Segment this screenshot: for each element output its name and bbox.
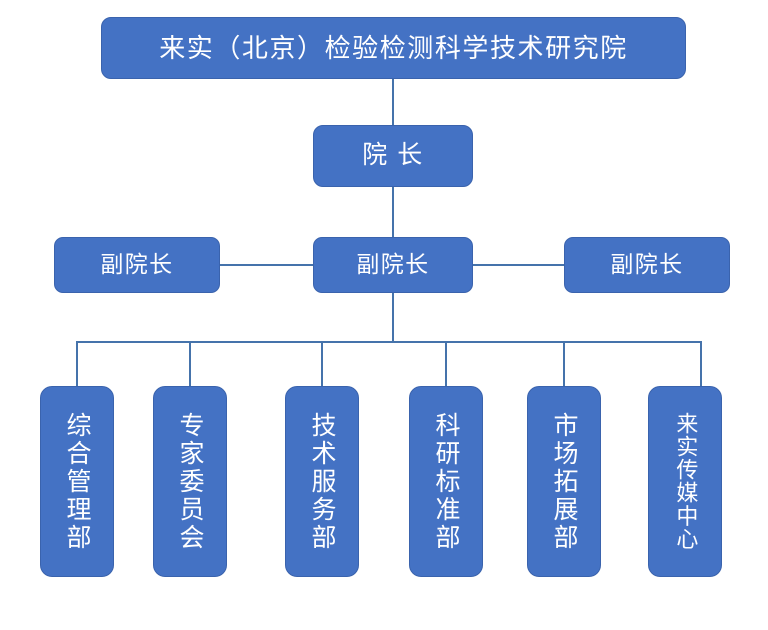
connector-director-to-vice — [392, 187, 394, 237]
node-department-technical-service-label: 技术服务部 — [308, 411, 336, 552]
node-institute-root-label: 来实（北京）检验检测科学技术研究院 — [159, 32, 628, 63]
connector-bus-to-dept-4 — [445, 341, 447, 386]
node-department-research-standards-label: 科研标准部 — [432, 411, 460, 552]
node-department-research-standards[interactable]: 科研标准部 — [409, 386, 483, 577]
node-director[interactable]: 院 长 — [313, 125, 473, 187]
node-vice-director-right[interactable]: 副院长 — [564, 237, 730, 293]
connector-bus-to-dept-5 — [563, 341, 565, 386]
connector-department-bus — [76, 341, 700, 343]
node-institute-root[interactable]: 来实（北京）检验检测科学技术研究院 — [101, 17, 686, 79]
node-vice-director-center-label: 副院长 — [356, 251, 430, 278]
node-department-market-development-label: 市场拓展部 — [550, 411, 578, 552]
node-department-market-development[interactable]: 市场拓展部 — [527, 386, 601, 577]
connector-bus-to-dept-3 — [321, 341, 323, 386]
node-vice-director-center[interactable]: 副院长 — [313, 237, 473, 293]
node-department-technical-service[interactable]: 技术服务部 — [285, 386, 359, 577]
node-director-label: 院 长 — [362, 141, 424, 170]
node-department-expert-committee-label: 专家委员会 — [176, 411, 204, 552]
node-department-general-management-label: 综合管理部 — [63, 411, 91, 552]
node-vice-director-left-label: 副院长 — [100, 251, 174, 278]
node-department-laishi-media-center[interactable]: 来实传媒中心 — [648, 386, 722, 577]
connector-vice-center-to-right — [473, 264, 564, 266]
connector-bus-to-dept-2 — [189, 341, 191, 386]
node-department-laishi-media-center-label: 来实传媒中心 — [673, 412, 699, 551]
connector-vice-to-bus — [392, 293, 394, 342]
node-department-general-management[interactable]: 综合管理部 — [40, 386, 114, 577]
connector-root-to-director — [392, 79, 394, 125]
node-department-expert-committee[interactable]: 专家委员会 — [153, 386, 227, 577]
node-vice-director-right-label: 副院长 — [610, 251, 684, 278]
connector-bus-to-dept-1 — [76, 341, 78, 386]
connector-bus-to-dept-6 — [700, 341, 702, 386]
node-vice-director-left[interactable]: 副院长 — [54, 237, 220, 293]
connector-vice-center-to-left — [220, 264, 313, 266]
